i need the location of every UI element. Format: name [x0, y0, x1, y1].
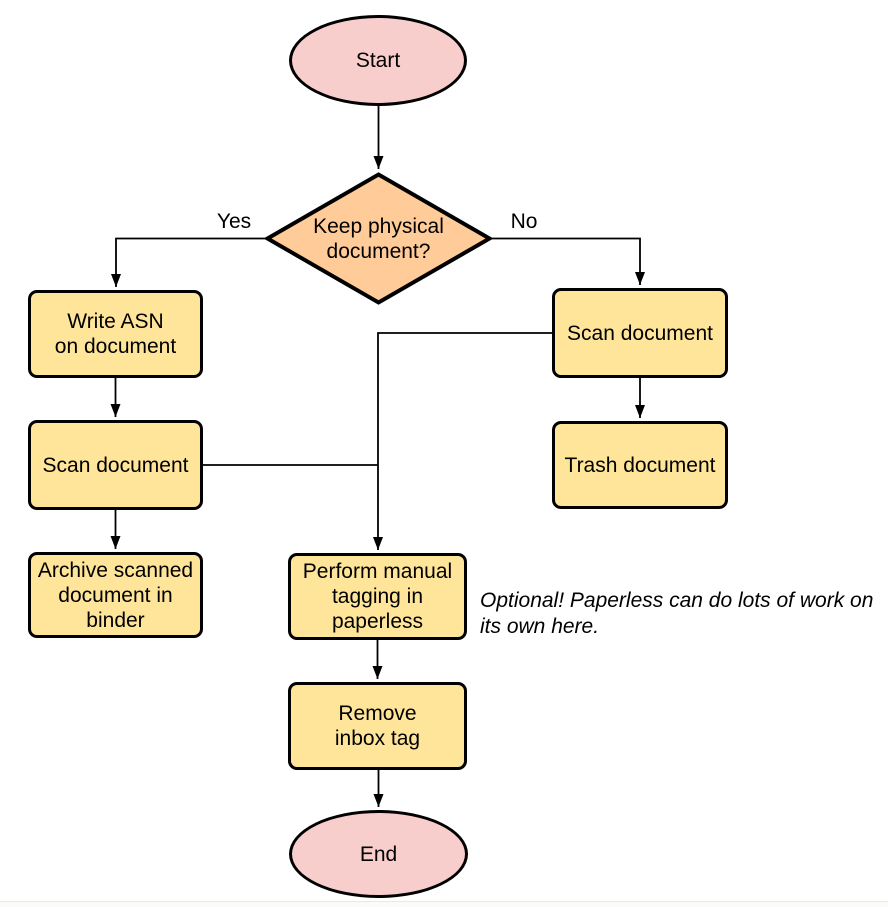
write-asn-node: Write ASN on document	[28, 290, 203, 378]
scan-document-right-node: Scan document	[552, 288, 728, 378]
optional-note: Optional! Paperless can do lots of work …	[480, 589, 874, 638]
trash-document-node: Trash document	[552, 421, 728, 509]
end-label: End	[359, 842, 398, 866]
edge-label-no: No	[510, 210, 538, 233]
remove-inbox-tag-label: Remove inbox tag	[334, 702, 421, 750]
manual-tagging-node: Perform manual tagging in paperless	[288, 553, 467, 640]
end-node: End	[289, 810, 468, 898]
scan-document-right-label: Scan document	[567, 321, 713, 345]
edge-scan-right-to-tagging	[373, 332, 552, 550]
archive-node: Archive scanned document in binder	[28, 552, 203, 638]
manual-tagging-label: Perform manual tagging in paperless	[302, 560, 453, 633]
write-asn-label: Write ASN on document	[54, 310, 177, 358]
edge-label-yes: Yes	[216, 210, 252, 233]
scan-document-left-node: Scan document	[28, 420, 203, 510]
decision-node: Keep physical document?	[265, 172, 492, 305]
start-node: Start	[289, 15, 467, 106]
start-label: Start	[355, 49, 401, 72]
page-bottom-edge	[0, 901, 888, 907]
diamond-shape	[265, 172, 492, 305]
trash-document-label: Trash document	[564, 453, 716, 477]
decision-label: Keep physical document?	[313, 214, 444, 263]
scan-document-left-label: Scan document	[42, 453, 189, 477]
archive-label: Archive scanned document in binder	[37, 558, 194, 632]
remove-inbox-tag-node: Remove inbox tag	[288, 682, 467, 770]
edge-decision-yes-to-write-asn	[111, 237, 265, 287]
edge-decision-no-to-scan-right	[492, 237, 645, 285]
